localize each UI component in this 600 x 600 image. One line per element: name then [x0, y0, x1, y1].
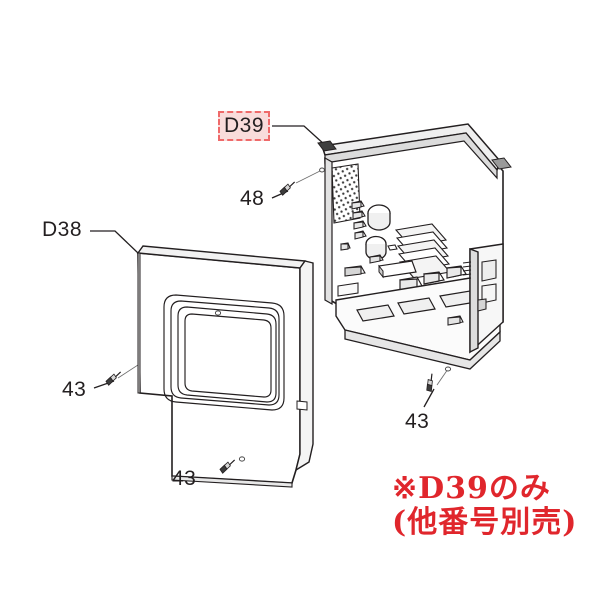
screw-43-right-glyph — [422, 372, 440, 394]
leader-d39 — [272, 125, 326, 146]
callout-d38-label: D38 — [42, 218, 83, 241]
callout-d39-label: D39 — [223, 113, 265, 137]
callout-screw-43-right-label: 43 — [405, 410, 430, 433]
screw-48-glyph — [277, 181, 299, 197]
callout-screw-48[interactable]: 48 — [240, 188, 264, 209]
callout-screw-43-left-label: 43 — [62, 378, 87, 401]
callout-d38[interactable]: D38 — [42, 219, 82, 240]
callout-screw-43-bottom-label: 43 — [172, 467, 197, 490]
leader-d38 — [90, 230, 139, 254]
callout-screw-43-bottom[interactable]: 43 — [172, 468, 196, 489]
part-d38-panel — [136, 245, 314, 488]
availability-note-line1: ※D39のみ — [392, 471, 551, 506]
callout-d39[interactable]: D39 — [218, 111, 270, 141]
screw-43-left-glyph — [103, 371, 125, 387]
availability-note-line2: (他番号別売) — [392, 504, 578, 540]
part-d39-pcb — [317, 123, 512, 372]
availability-note: ※D39のみ (他番号別売) — [392, 472, 577, 539]
leader-43-right — [423, 388, 435, 408]
callout-screw-43-right[interactable]: 43 — [405, 411, 429, 432]
callout-screw-43-left[interactable]: 43 — [62, 379, 86, 400]
callout-screw-48-label: 48 — [240, 187, 265, 210]
